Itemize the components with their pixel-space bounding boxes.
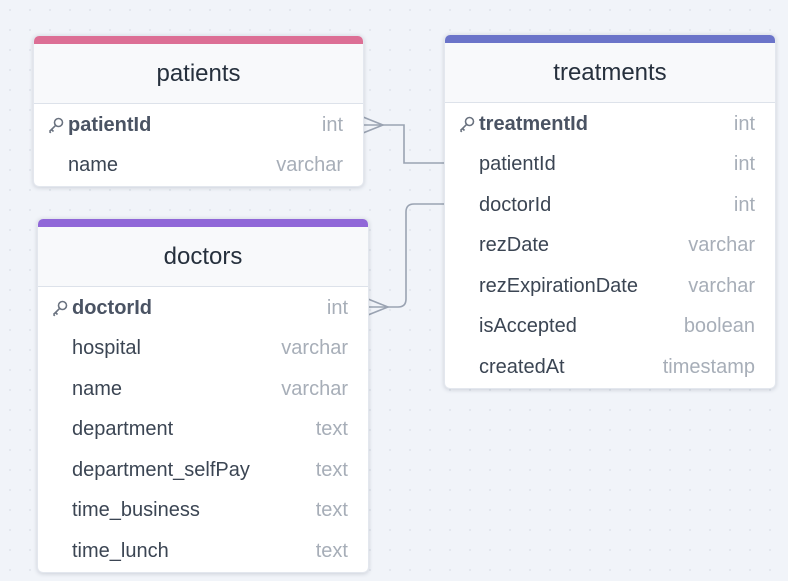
column-name: treatmentId	[479, 112, 588, 135]
table-title[interactable]: treatments	[445, 43, 775, 103]
column-type: boolean	[683, 315, 755, 338]
column-row-isAccepted[interactable]: isAccepted boolean	[445, 307, 775, 348]
column-row-patientId[interactable]: patientId int	[34, 105, 363, 146]
column-name: createdAt	[479, 355, 565, 378]
column-name: doctorId	[479, 193, 552, 216]
relation-doctors-treatments	[368, 203, 444, 308]
column-row-time_business[interactable]: time_business text	[38, 491, 368, 532]
column-type: int	[733, 193, 755, 216]
column-type: varchar	[276, 154, 343, 177]
column-row-name[interactable]: name varchar	[38, 369, 368, 410]
column-type: text	[315, 458, 348, 481]
key-icon	[455, 115, 479, 133]
key-icon	[48, 299, 72, 317]
column-name: rezDate	[479, 234, 550, 257]
column-type: int	[733, 153, 755, 176]
column-name: isAccepted	[479, 315, 577, 338]
column-name: patientId	[68, 113, 152, 136]
column-type: text	[315, 539, 348, 562]
column-name: rezExpirationDate	[479, 274, 638, 297]
column-row-name[interactable]: name varchar	[34, 146, 363, 187]
column-type: text	[315, 499, 348, 522]
column-list: treatmentId int patientId int doctorId int rez…	[445, 104, 775, 388]
column-row-department_selfPay[interactable]: department_selfPay text	[38, 450, 368, 491]
column-name: time_lunch	[72, 539, 169, 562]
column-type: text	[315, 418, 348, 441]
column-name: department_selfPay	[72, 458, 250, 481]
relation-patients-treatments	[363, 124, 444, 164]
column-type: timestamp	[662, 355, 755, 378]
table-color-bar	[38, 219, 368, 227]
column-row-treatmentId[interactable]: treatmentId int	[445, 104, 775, 145]
column-list: doctorId int hospital varchar name varchar dep…	[38, 288, 368, 572]
column-type: int	[321, 113, 343, 136]
column-name: name	[72, 377, 123, 400]
column-name: name	[68, 154, 119, 177]
crowfoot-patients-icon	[362, 116, 386, 134]
table-color-bar	[445, 35, 775, 43]
crowfoot-doctors-icon	[367, 298, 391, 316]
key-icon	[44, 116, 68, 134]
column-row-createdAt[interactable]: createdAt timestamp	[445, 347, 775, 388]
column-name: patientId	[479, 153, 556, 176]
column-type: varchar	[688, 234, 755, 257]
column-row-department[interactable]: department text	[38, 410, 368, 451]
column-type: int	[326, 296, 348, 319]
column-type: varchar	[281, 377, 348, 400]
column-name: doctorId	[72, 296, 152, 319]
column-row-hospital[interactable]: hospital varchar	[38, 329, 368, 370]
column-row-rezExpirationDate[interactable]: rezExpirationDate varchar	[445, 266, 775, 307]
column-row-time_lunch[interactable]: time_lunch text	[38, 531, 368, 572]
column-type: varchar	[688, 274, 755, 297]
table-title[interactable]: doctors	[38, 227, 368, 287]
column-row-doctorId[interactable]: doctorId int	[445, 185, 775, 226]
column-list: patientId int name varchar	[34, 105, 363, 186]
table-color-bar	[34, 36, 363, 44]
column-type: varchar	[281, 337, 348, 360]
table-doctors[interactable]: doctors doctorId int hospital varchar name va…	[37, 218, 369, 573]
column-name: department	[72, 418, 174, 441]
table-title[interactable]: patients	[34, 44, 363, 104]
table-patients[interactable]: patients patientId int name varchar	[33, 35, 364, 187]
column-type: int	[733, 112, 755, 135]
column-row-doctorId[interactable]: doctorId int	[38, 288, 368, 329]
column-name: time_business	[72, 499, 200, 522]
column-row-patientId[interactable]: patientId int	[445, 145, 775, 186]
column-name: hospital	[72, 337, 141, 360]
column-row-rezDate[interactable]: rezDate varchar	[445, 226, 775, 267]
